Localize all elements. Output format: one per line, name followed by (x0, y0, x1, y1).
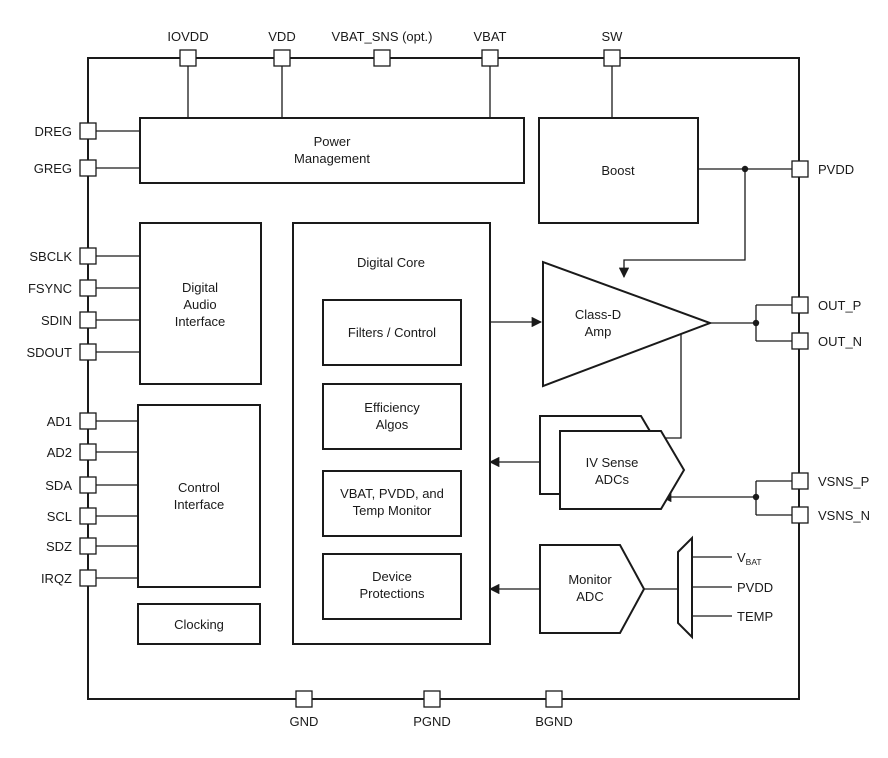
pin-sdout-label: SDOUT (27, 345, 73, 360)
pin-greg-label: GREG (34, 161, 72, 176)
dai-line3: Interface (175, 314, 226, 329)
pin-sw (603, 49, 621, 67)
pin-pgnd (423, 690, 441, 708)
power-management-block (139, 117, 525, 184)
power-management-line1: Power (314, 134, 352, 149)
efficiency-algos-line2: Algos (376, 417, 409, 432)
junction-pvdd (741, 165, 749, 173)
pin-vbat-sns (373, 49, 391, 67)
right-pins: PVDD OUT_P OUT_N VSNS_P VSNS_N (791, 160, 870, 524)
monitor-adc-line1: Monitor (568, 572, 612, 587)
class-d-amp-triangle (542, 260, 713, 388)
pin-sdout (79, 343, 97, 361)
monitor-line2: Temp Monitor (353, 503, 432, 518)
pin-out-p-label: OUT_P (818, 298, 861, 313)
pin-sbclk-label: SBCLK (29, 249, 72, 264)
digital-audio-interface-block (139, 222, 262, 385)
control-interface-line2: Interface (174, 497, 225, 512)
device-protections-line1: Device (372, 569, 412, 584)
monitor-adc-block (539, 544, 646, 634)
pin-ad1 (79, 412, 97, 430)
pin-sbclk (79, 247, 97, 265)
pin-sdz-label: SDZ (46, 539, 72, 554)
dai-line2: Audio (183, 297, 216, 312)
class-d-amp-line1: Class-D (575, 307, 621, 322)
pin-scl (79, 507, 97, 525)
pin-vsns-n (791, 506, 809, 524)
filters-control-label: Filters / Control (348, 325, 436, 340)
device-protections-line2: Protections (359, 586, 425, 601)
clocking-block (137, 603, 261, 645)
pin-out-p (791, 296, 809, 314)
power-management-line2: Management (294, 151, 370, 166)
dai-line1: Digital (182, 280, 218, 295)
pin-dreg-label: DREG (34, 124, 72, 139)
vbat-pvdd-temp-monitor-block (322, 470, 462, 537)
top-pins: IOVDD VDD VBAT_SNS (opt.) VBAT SW (167, 29, 624, 67)
mux-input-pvdd: PVDD (737, 580, 773, 595)
pin-bgnd (545, 690, 563, 708)
iv-sense-line1: IV Sense (586, 455, 639, 470)
pin-fsync (79, 279, 97, 297)
left-pins: DREG GREG SBCLK FSYNC SDIN SDOUT AD1 AD2… (27, 122, 97, 587)
mux-input-vbat: VBAT (737, 550, 762, 567)
pin-fsync-label: FSYNC (28, 281, 72, 296)
boost-label: Boost (601, 163, 635, 178)
pin-ad2 (79, 443, 97, 461)
class-d-amp-line2: Amp (585, 324, 612, 339)
pin-sdz (79, 537, 97, 555)
boost-block (538, 117, 699, 224)
mux-block (677, 535, 693, 640)
clocking-label: Clocking (174, 617, 224, 632)
pin-out-n-label: OUT_N (818, 334, 862, 349)
pin-vsns-p-label: VSNS_P (818, 474, 869, 489)
pin-bgnd-label: BGND (535, 714, 573, 729)
pin-vsns-p (791, 472, 809, 490)
pin-iovdd-label: IOVDD (167, 29, 208, 44)
control-interface-block (137, 404, 261, 588)
pin-vbat-label: VBAT (474, 29, 507, 44)
wiring (96, 66, 792, 617)
pin-gnd-label: GND (290, 714, 319, 729)
iv-sense-adc-front (559, 430, 686, 510)
pin-pvdd-label: PVDD (818, 162, 854, 177)
pin-sda (79, 476, 97, 494)
pin-vsns-n-label: VSNS_N (818, 508, 870, 523)
pin-out-n (791, 332, 809, 350)
monitor-line1: VBAT, PVDD, and (340, 486, 444, 501)
junction-vsns (752, 493, 760, 501)
pin-vbat (481, 49, 499, 67)
pin-greg (79, 159, 97, 177)
bottom-pins: GND PGND BGND (290, 690, 573, 729)
digital-core-label: Digital Core (357, 255, 425, 270)
pin-pgnd-label: PGND (413, 714, 451, 729)
efficiency-algos-line1: Efficiency (364, 400, 420, 415)
filters-control-block (322, 299, 462, 366)
pin-irqz (79, 569, 97, 587)
pin-vbat-sns-label: VBAT_SNS (opt.) (332, 29, 433, 44)
pin-sda-label: SDA (45, 478, 72, 493)
efficiency-algos-block (322, 383, 462, 450)
pin-vdd-label: VDD (268, 29, 295, 44)
pin-ad2-label: AD2 (47, 445, 72, 460)
pin-sw-label: SW (602, 29, 624, 44)
mux-input-temp: TEMP (737, 609, 773, 624)
junction-out (752, 319, 760, 327)
pin-iovdd (179, 49, 197, 67)
pin-sdin-label: SDIN (41, 313, 72, 328)
pin-scl-label: SCL (47, 509, 72, 524)
pin-dreg (79, 122, 97, 140)
pin-ad1-label: AD1 (47, 414, 72, 429)
pin-vdd (273, 49, 291, 67)
pin-irqz-label: IRQZ (41, 571, 72, 586)
pin-pvdd (791, 160, 809, 178)
iv-sense-line2: ADCs (595, 472, 629, 487)
pin-gnd (295, 690, 313, 708)
monitor-adc-line2: ADC (576, 589, 603, 604)
device-protections-block (322, 553, 462, 620)
pin-sdin (79, 311, 97, 329)
control-interface-line1: Control (178, 480, 220, 495)
